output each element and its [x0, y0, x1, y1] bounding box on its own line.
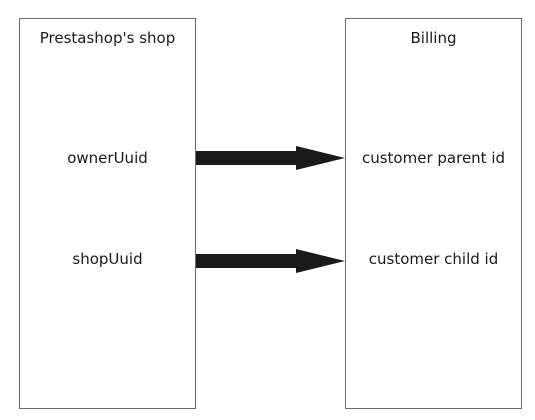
customer-child-id-label: customer child id: [368, 250, 499, 268]
owner-uuid-label: ownerUuid: [67, 149, 148, 167]
customer-parent-id-label: customer parent id: [361, 149, 506, 167]
owner-to-parent-arrow: [196, 146, 345, 170]
shop-to-child-arrow: [196, 249, 345, 273]
shop-uuid-label: shopUuid: [72, 250, 143, 268]
billing-title: Billing: [410, 29, 457, 47]
billing-box: Billing customer parent id customer chil…: [345, 18, 522, 409]
prestashop-shop-box: Prestashop's shop ownerUuid shopUuid: [19, 18, 196, 409]
prestashop-shop-title: Prestashop's shop: [39, 29, 176, 47]
